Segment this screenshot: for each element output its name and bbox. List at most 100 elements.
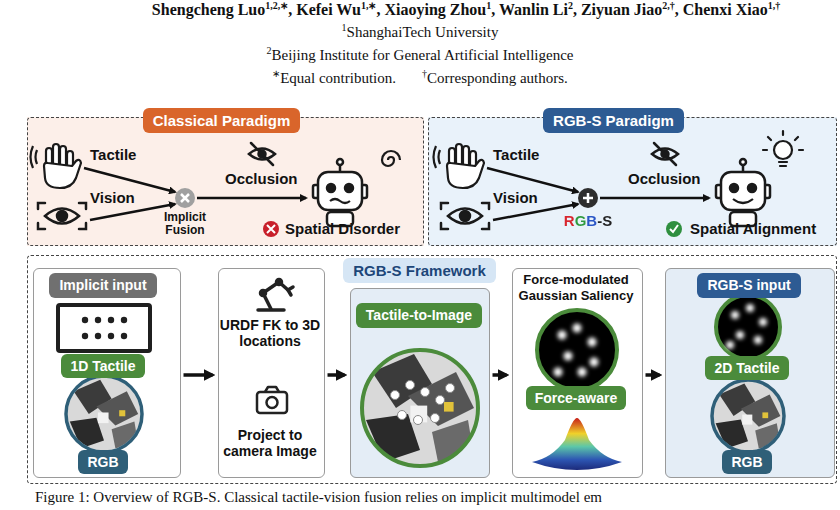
fusion-symbol — [578, 188, 598, 208]
status-icon — [670, 225, 678, 232]
camera-icon — [267, 397, 278, 408]
saliency-map — [736, 331, 744, 339]
confusion-spiral — [382, 151, 400, 166]
superscript-mark: † — [422, 68, 427, 79]
robot-icon — [733, 199, 753, 203]
superscript-mark: 1,∗ — [361, 0, 377, 11]
camera-icon — [257, 392, 287, 413]
superscript-mark: 1 — [486, 0, 491, 11]
flow-arrow — [90, 204, 175, 220]
affiliation-line: 2Beijing Institute for General Artificia… — [0, 45, 840, 67]
saliency-map — [759, 318, 767, 326]
robot-hand-image — [360, 348, 480, 468]
flow-arrow — [646, 373, 660, 377]
robot-hand-image — [712, 380, 784, 452]
modality-tag: RGB — [78, 450, 127, 474]
arrow-label: Tactile — [493, 146, 539, 164]
tactile-sensor — [95, 333, 101, 339]
saliency-map — [578, 368, 587, 377]
saliency-map — [537, 310, 617, 390]
saliency-map — [588, 338, 597, 347]
tag-text: RGB — [87, 454, 118, 470]
saliency-map — [746, 304, 754, 312]
status-icon — [666, 221, 682, 237]
saliency-map — [558, 331, 567, 340]
robot-icon — [716, 159, 770, 226]
header-text: ShanghaiTech University — [347, 24, 499, 40]
robot-arm-icon — [263, 282, 288, 309]
modality-tag: 2D Tactile — [705, 356, 788, 380]
saliency-map — [726, 304, 767, 349]
step-text: Project to camera Image — [219, 427, 322, 459]
robot-hand-image — [431, 414, 440, 423]
header-text: , Xiaoying Zhou — [376, 1, 486, 18]
panel-background — [350, 288, 490, 478]
superscript-mark: 2 — [568, 0, 573, 11]
saliency-map — [537, 295, 780, 390]
header-text: , Chenxi Xiao — [675, 1, 768, 18]
gaussian-surface — [532, 418, 622, 470]
outcome-label: Spatial Disorder — [285, 220, 400, 238]
robot-hand-image — [66, 376, 142, 452]
box-tag: RGB-S input — [697, 273, 800, 298]
robot-icon — [330, 199, 350, 203]
modality-tag: RGB — [722, 450, 771, 474]
robot-hand-image — [421, 388, 430, 397]
robot-hand-image — [406, 381, 415, 390]
process-box: Tactile-to-Image — [350, 288, 490, 478]
header-text: Corresponding authors. — [427, 70, 568, 86]
saliency-map — [590, 358, 599, 367]
affiliation-line: 1ShanghaiTech University — [0, 22, 840, 44]
tactile-sensor — [82, 333, 88, 339]
robot-arm-icon — [288, 287, 293, 295]
author-line: Shengcheng Luo1,2,∗, Kefei Wu1,∗, Xiaoyi… — [0, 0, 840, 22]
panel-tag: RGB-S Paradigm — [543, 108, 684, 133]
tactile-sensor — [82, 317, 127, 339]
flow-arrow — [487, 168, 578, 192]
eye-icon — [38, 203, 489, 229]
lightbulb-icon — [763, 131, 803, 166]
input-box: Implicit input1D TactileRGB — [33, 268, 181, 478]
gaussian-surface — [532, 418, 622, 470]
header-text: , Wanlin Li — [491, 1, 568, 18]
status-icon — [263, 221, 682, 237]
saliency-map — [754, 336, 762, 344]
input-box: RGB-S input 2D TactileRGB — [665, 268, 835, 478]
step-text: URDF FK to 3D locations — [219, 317, 322, 349]
fusion-symbol — [175, 188, 195, 208]
robot-hand-image — [362, 350, 478, 466]
header-text: Equal contribution. — [280, 70, 396, 86]
tactile-sensor — [58, 305, 150, 351]
occlusion-icon — [249, 143, 678, 165]
framework-panel: RGB-S FrameworkImplicit input1D TactileR… — [27, 255, 837, 484]
superscript-mark: 2,† — [662, 0, 675, 11]
robot-hand-image — [712, 380, 784, 452]
tactile-sensor — [108, 333, 114, 339]
lightbulb-icon — [779, 162, 787, 166]
modality-tag: 1D Tactile — [61, 354, 144, 378]
fusion-label: Implicit Fusion — [154, 211, 216, 237]
arrow-label: Tactile — [90, 146, 136, 164]
robot-arm-icon — [258, 280, 293, 311]
panel-tag: Classical Paradigm — [143, 108, 301, 133]
fusion-label: RGB-S — [564, 212, 612, 230]
superscript-mark: 1 — [342, 22, 347, 33]
saliency-map — [564, 352, 573, 361]
header-text: , Ziyuan Jiao — [573, 1, 662, 18]
saliency-map — [554, 368, 563, 377]
tactile-sensor — [121, 333, 127, 339]
robot-icon — [313, 159, 770, 226]
box-tag: Tactile-to-Image — [356, 303, 482, 328]
robot-hand-image — [391, 391, 400, 400]
note-line: ∗Equal contribution.†Corresponding autho… — [0, 68, 840, 90]
tactile-sensor — [82, 317, 88, 323]
header-text: Beijing Institute for General Artificial… — [272, 47, 574, 63]
step-text: Force-modulated Gaussian Saliency — [513, 272, 639, 304]
tag-text: 1D Tactile — [70, 358, 135, 374]
camera-icon — [257, 387, 287, 413]
arrow-label: Vision — [493, 189, 538, 207]
tactile-sensor — [95, 317, 101, 323]
flow-arrow — [84, 168, 175, 192]
panel-tag: RGB-S Framework — [343, 258, 496, 283]
